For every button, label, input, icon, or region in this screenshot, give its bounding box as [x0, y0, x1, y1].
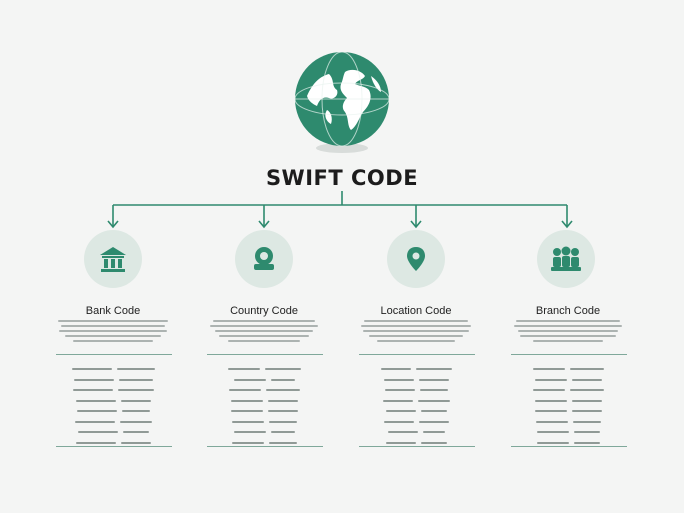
location-pin-icon: [387, 230, 445, 288]
divider: [56, 446, 172, 447]
divider: [56, 354, 172, 355]
code-table: [53, 364, 173, 448]
country-badge-icon: [235, 230, 293, 288]
globe-icon: [293, 51, 391, 156]
node-description: [508, 320, 628, 345]
diagram-title: SWIFT CODE: [265, 166, 419, 190]
divider: [511, 446, 627, 447]
node-label: Branch Code: [535, 305, 601, 317]
divider: [207, 354, 323, 355]
divider: [511, 354, 627, 355]
node-description: [204, 320, 324, 345]
node-description: [53, 320, 173, 345]
bank-icon: [84, 230, 142, 288]
divider: [359, 354, 475, 355]
divider: [207, 446, 323, 447]
code-table: [204, 364, 324, 448]
node-label: Country Code: [230, 305, 298, 317]
node-label: Bank Code: [85, 305, 141, 317]
code-table: [508, 364, 628, 448]
node-label: Location Code: [380, 305, 452, 317]
node-description: [356, 320, 476, 345]
divider: [359, 446, 475, 447]
branch-people-icon: [537, 230, 595, 288]
code-table: [356, 364, 476, 448]
